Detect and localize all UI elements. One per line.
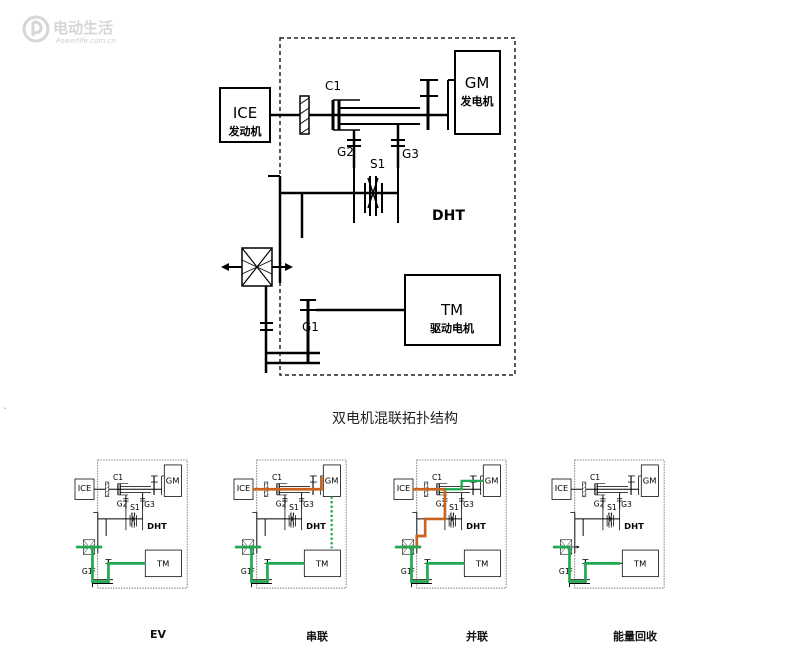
mode-label-series: 串联 xyxy=(306,630,328,643)
regen-g1-label: G1 xyxy=(559,567,570,576)
ev-s1-label: S1 xyxy=(130,503,140,512)
watermark-subtitle: Powerlife.com.cn xyxy=(56,37,116,45)
parallel-g1-label: G1 xyxy=(401,567,412,576)
ev-ice-label: ICE xyxy=(78,483,92,493)
gm-sublabel: 发电机 xyxy=(460,94,494,108)
series-c1-label: C1 xyxy=(272,473,282,482)
ice-sublabel: 发动机 xyxy=(228,124,262,138)
watermark-title: 电动生活 xyxy=(53,19,113,37)
mode-label-parallel: 并联 xyxy=(466,630,488,643)
watermark-logo: 电动生活 Powerlife.com.cn xyxy=(22,15,116,45)
regen-g3-label: G3 xyxy=(621,500,632,509)
g1-label: G1 xyxy=(302,320,319,334)
tm-label: TM xyxy=(440,301,463,319)
mode-regen-diagram: ICE GM TM DHT C1 G2 G3 S1 G1 xyxy=(552,460,664,588)
parallel-s1-label: S1 xyxy=(449,503,459,512)
dht-label: DHT xyxy=(432,208,465,224)
s1-label: S1 xyxy=(370,157,385,171)
figure-caption: 双电机混联拓扑结构 xyxy=(332,411,458,427)
series-g1-label: G1 xyxy=(241,567,252,576)
regen-g2-label: G2 xyxy=(594,499,605,508)
gm-label: GM xyxy=(465,74,490,92)
ev-dht-label: DHT xyxy=(147,521,167,531)
mode-parallel-diagram: ICE GM TM DHT C1 G2 G3 S1 G1 xyxy=(394,460,506,588)
ev-gm-label: GM xyxy=(166,476,180,486)
parallel-c1-label: C1 xyxy=(432,473,442,482)
mode-label-ev: EV xyxy=(149,628,167,641)
ice-label: ICE xyxy=(233,104,257,122)
mode-series-diagram: ICE GM TM DHT C1 G2 G3 S1 G1 xyxy=(234,460,346,588)
series-dht-label: DHT xyxy=(306,521,326,531)
g2-label: G2 xyxy=(337,145,354,159)
corner-mark: ˇ xyxy=(3,407,7,416)
series-ice-label: ICE xyxy=(237,483,251,493)
parallel-ice-label: ICE xyxy=(397,483,411,493)
g3-label: G3 xyxy=(402,147,419,161)
series-g3-label: G3 xyxy=(303,500,314,509)
parallel-tm-label: TM xyxy=(475,558,488,568)
main-schematic: ICE 发动机 GM 发电机 TM 驱动电机 DHT C1 G2 G3 S1 G… xyxy=(220,38,515,375)
mode-label-regen: 能量回收 xyxy=(613,630,657,643)
parallel-g3-label: G3 xyxy=(463,500,474,509)
series-s1-label: S1 xyxy=(289,503,299,512)
ev-c1-label: C1 xyxy=(113,473,123,482)
tm-sublabel: 驱动电机 xyxy=(430,321,474,335)
series-gm-label: GM xyxy=(325,476,339,486)
series-g2-label: G2 xyxy=(276,499,287,508)
regen-tm-label: TM xyxy=(633,558,646,568)
regen-gm-label: GM xyxy=(643,476,657,486)
parallel-g2-label: G2 xyxy=(436,499,447,508)
ev-g2-label: G2 xyxy=(117,499,128,508)
ev-tm-label: TM xyxy=(156,558,169,568)
regen-s1-label: S1 xyxy=(607,503,617,512)
series-tm-label: TM xyxy=(315,558,328,568)
regen-c1-label: C1 xyxy=(590,473,600,482)
parallel-gm-label: GM xyxy=(485,476,499,486)
mode-ev-diagram: ICE GM TM DHT C1 G2 G3 S1 G1 xyxy=(75,460,187,588)
ev-g1-label: G1 xyxy=(82,567,93,576)
regen-ice-label: ICE xyxy=(555,483,569,493)
parallel-dht-label: DHT xyxy=(466,521,486,531)
ev-g3-label: G3 xyxy=(144,500,155,509)
c1-label: C1 xyxy=(325,79,341,93)
regen-dht-label: DHT xyxy=(624,521,644,531)
